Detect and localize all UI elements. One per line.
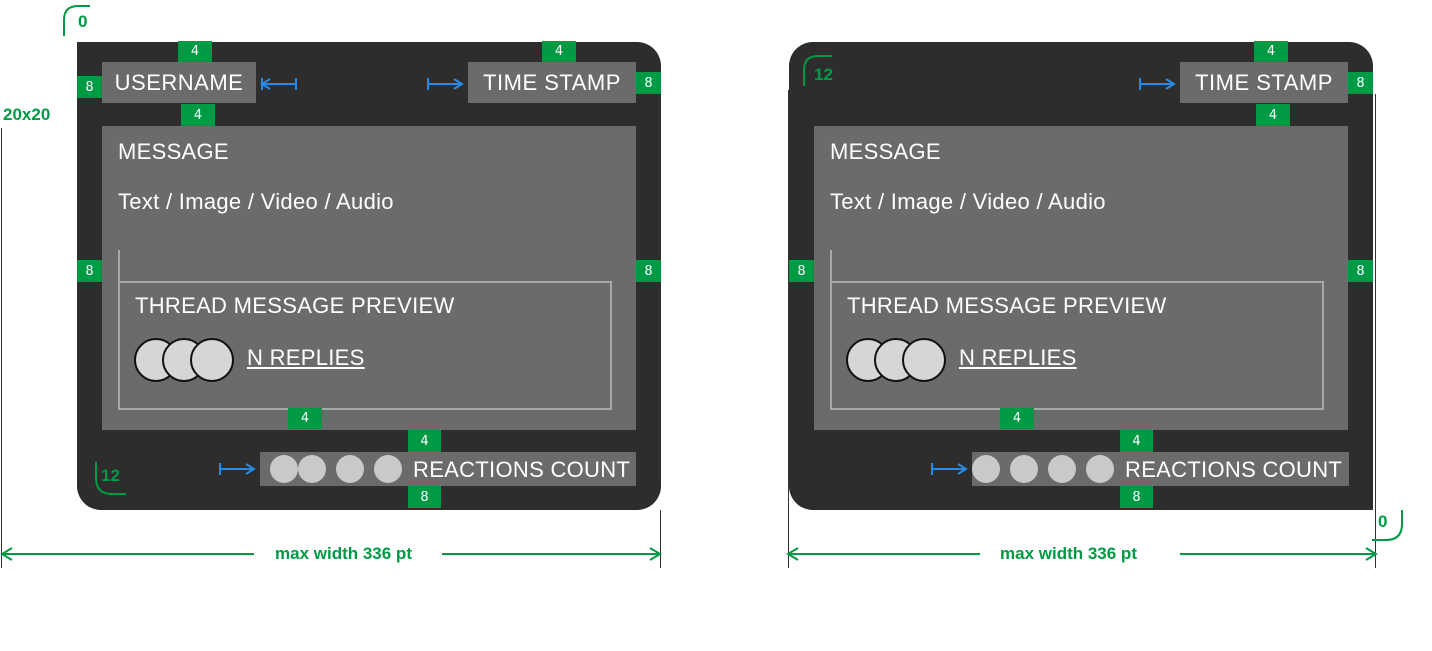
spacing-timestamp-top: 4 [542, 41, 576, 62]
spacing-timestamp-top: 4 [1254, 41, 1288, 62]
timestamp-label: TIME STAMP [1180, 62, 1348, 103]
spacing-message-right: 8 [1348, 260, 1373, 282]
thread-preview-box[interactable] [830, 281, 1324, 410]
dimension-line [786, 547, 1378, 561]
message-title: MESSAGE [118, 139, 229, 164]
replies-link[interactable]: N REPLIES [959, 345, 1077, 370]
avatar-size-label: 20x20 [3, 105, 51, 124]
dimension-line [0, 547, 662, 561]
message-title: MESSAGE [830, 139, 941, 164]
spacing-reactions-bottom: 8 [1120, 486, 1153, 508]
spacing-reactions-bottom: 8 [408, 486, 441, 508]
reactions-count: REACTIONS COUNT [413, 457, 631, 482]
reaction-icon-4[interactable] [374, 455, 402, 483]
spacing-reactions-top: 4 [1120, 430, 1153, 452]
spacing-username-bottom: 4 [181, 104, 215, 126]
spacing-thread-bottom: 4 [288, 408, 322, 429]
reaction-icon-4[interactable] [1086, 455, 1114, 483]
avatar-size-guide [1, 128, 2, 568]
max-width-label: max width 336 pt [1000, 544, 1137, 563]
reaction-icon-3[interactable] [336, 455, 364, 483]
reaction-icon-1[interactable] [270, 455, 298, 483]
corner-radius-arc-icon [803, 55, 832, 86]
corner-radius-top-left: 12 [814, 65, 833, 84]
thread-preview-box[interactable] [118, 281, 612, 410]
reply-avatar-3 [902, 338, 946, 382]
reaction-icon-2[interactable] [1010, 455, 1038, 483]
left-guide-line [788, 90, 789, 568]
corner-radius-bottom-right: 0 [1378, 512, 1388, 531]
username-label: USERNAME [102, 62, 256, 103]
spacing-message-left: 8 [789, 260, 814, 282]
reply-avatar-3 [190, 338, 234, 382]
arrow-right-icon [931, 463, 968, 475]
timestamp-label: TIME STAMP [468, 62, 636, 103]
arrow-right-icon [1139, 78, 1176, 90]
spacing-username-left: 8 [77, 76, 102, 98]
corner-radius-bottom-left: 12 [101, 466, 120, 485]
spacing-timestamp-right: 8 [636, 72, 661, 94]
thread-title: THREAD MESSAGE PREVIEW [847, 293, 1167, 318]
max-width-label: max width 336 pt [275, 544, 412, 563]
arrow-right-icon [219, 463, 256, 475]
corner-radius-top-left: 0 [78, 12, 88, 31]
arrow-right-icon [427, 78, 464, 90]
spacing-username-top: 4 [178, 41, 212, 62]
thread-title: THREAD MESSAGE PREVIEW [135, 293, 455, 318]
spacing-reactions-top: 4 [408, 430, 441, 452]
reactions-count: REACTIONS COUNT [1125, 457, 1343, 482]
spacing-timestamp-bottom: 4 [1256, 104, 1290, 126]
right-guide-line [1375, 94, 1376, 568]
message-types: Text / Image / Video / Audio [118, 189, 394, 214]
reaction-icon-3[interactable] [1048, 455, 1076, 483]
corner-radius-arc-icon [63, 5, 90, 36]
spacing-message-left: 8 [77, 260, 102, 282]
thread-connector-line [830, 250, 832, 282]
spacing-message-right: 8 [636, 260, 661, 282]
message-types: Text / Image / Video / Audio [830, 189, 1106, 214]
spacing-timestamp-right: 8 [1348, 72, 1373, 94]
corner-radius-arc-icon [95, 462, 126, 495]
reaction-icon-1[interactable] [972, 455, 1000, 483]
double-arrow-icon [260, 78, 297, 90]
corner-radius-arc-icon [1372, 510, 1403, 541]
reaction-icon-2[interactable] [298, 455, 326, 483]
thread-connector-line [118, 250, 120, 282]
spacing-thread-bottom: 4 [1000, 408, 1034, 429]
replies-link[interactable]: N REPLIES [247, 345, 365, 370]
max-width-guide-right [660, 510, 661, 568]
